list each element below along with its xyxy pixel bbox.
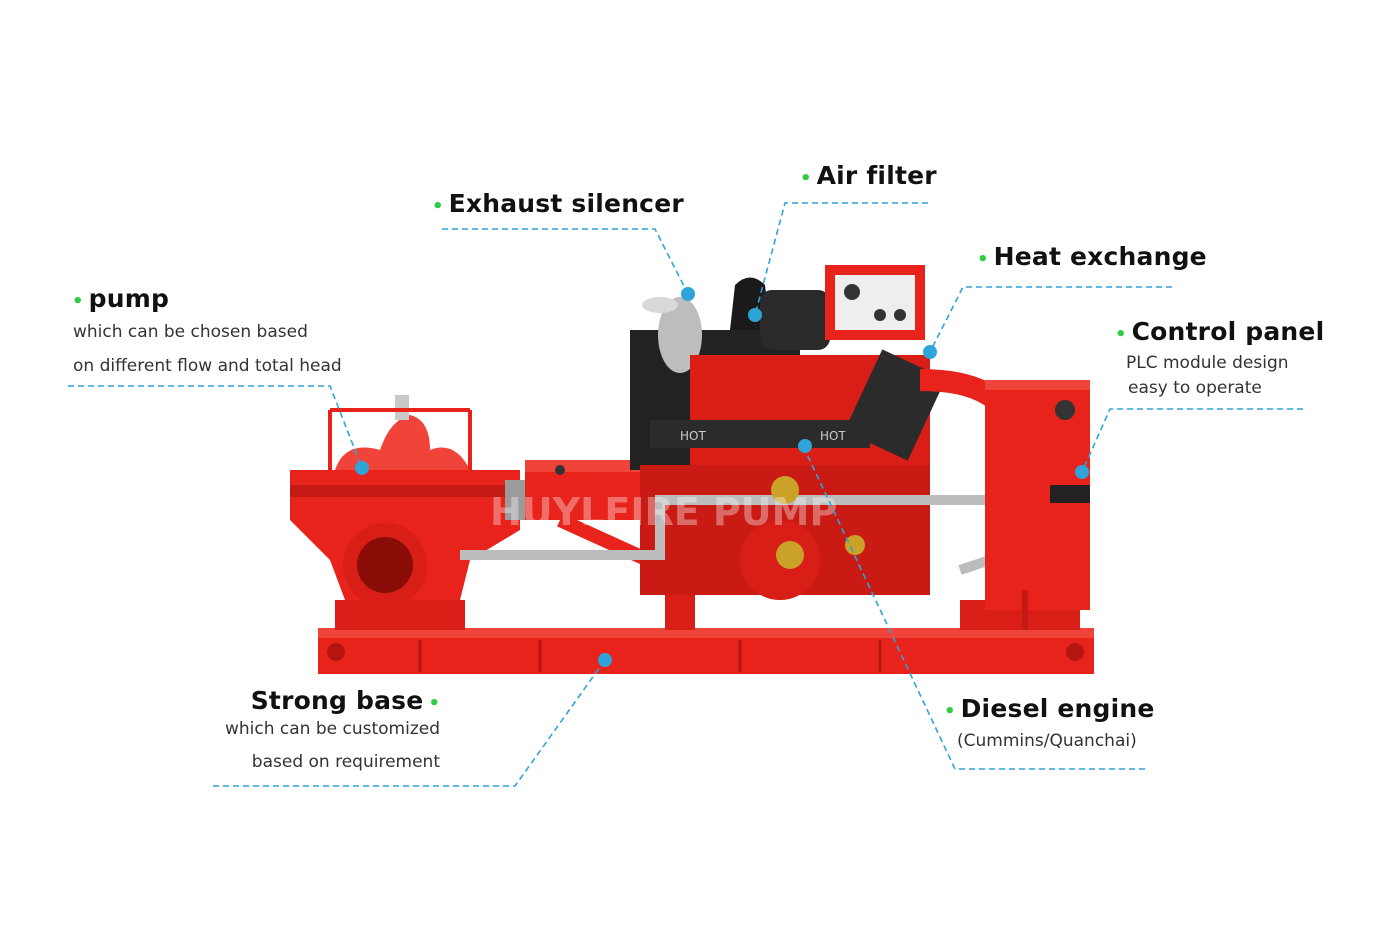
callout-base-title: Strong base xyxy=(250,686,424,715)
callout-control-panel: • Control panel xyxy=(1115,317,1324,346)
engine-mark-1: HOT xyxy=(680,429,706,443)
engine-mark-2: HOT xyxy=(820,429,846,443)
leader-dots xyxy=(355,287,1089,667)
callout-exhaust-title: Exhaust silencer xyxy=(448,189,684,218)
leader-air-filter xyxy=(754,202,928,316)
callout-diesel-title: Diesel engine xyxy=(960,694,1155,723)
base-frame xyxy=(318,590,1094,674)
callout-pump-desc-1: which can be chosen based xyxy=(73,322,308,342)
dot-exhaust xyxy=(681,287,695,301)
bullet-dot: • xyxy=(432,196,444,217)
leader-base xyxy=(213,659,606,787)
leader-exhaust xyxy=(442,228,689,295)
callout-control-panel-desc-1: PLC module design xyxy=(1126,353,1289,373)
coupling-guard xyxy=(525,460,673,577)
control-panel-cabinet xyxy=(985,380,1090,630)
bullet-dot: • xyxy=(977,249,989,270)
dot-air-filter xyxy=(748,308,762,322)
leader-pump xyxy=(68,385,363,469)
callout-exhaust: • Exhaust silencer xyxy=(432,189,684,218)
leader-diesel xyxy=(804,449,1145,770)
callout-base-desc-2: based on requirement xyxy=(251,752,440,772)
callout-pump-title: pump xyxy=(88,284,170,313)
callout-air-filter: • Air filter xyxy=(800,161,937,190)
dot-engine xyxy=(798,439,812,453)
leader-lines xyxy=(68,202,1303,787)
bullet-dot: • xyxy=(800,168,812,189)
callout-diesel-desc-1: (Cummins/Quanchai) xyxy=(957,731,1137,751)
callout-heat-exchange-title: Heat exchange xyxy=(993,242,1207,271)
bullet-dot: • xyxy=(944,701,956,722)
callout-air-filter-title: Air filter xyxy=(816,161,937,190)
callout-control-panel-desc-2: easy to operate xyxy=(1128,378,1262,398)
leader-control-panel xyxy=(1081,408,1303,473)
split-case-pump xyxy=(290,395,530,607)
dot-base xyxy=(598,653,612,667)
diesel-engine-block: HOT HOT xyxy=(630,277,1026,600)
dot-pump xyxy=(355,461,369,475)
bullet-dot: • xyxy=(428,693,440,714)
callout-diesel: • Diesel engine xyxy=(944,694,1155,723)
watermark-text: HUYLFIRE PUMP xyxy=(490,490,837,534)
callout-base: Strong base • xyxy=(250,686,440,715)
callout-heat-exchange: • Heat exchange xyxy=(977,242,1207,271)
dot-control-panel xyxy=(1075,465,1089,479)
bullet-dot: • xyxy=(1115,324,1127,345)
bullet-dot: • xyxy=(72,291,84,312)
dot-heat-exchange xyxy=(923,345,937,359)
engine-control-box xyxy=(825,265,925,340)
callout-pump: • pump xyxy=(72,284,169,313)
callout-base-desc-1: which can be customized xyxy=(224,719,440,739)
callout-pump-desc-2: on different flow and total head xyxy=(73,356,342,376)
callout-control-panel-title: Control panel xyxy=(1131,317,1325,346)
